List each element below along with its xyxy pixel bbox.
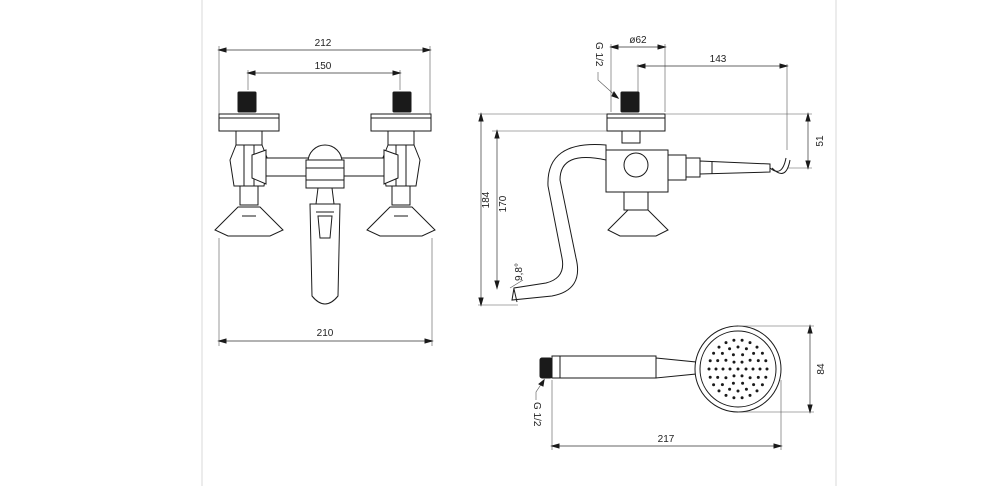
nozzle-dot [736, 367, 740, 371]
angle-label: 9,8° [514, 263, 525, 281]
nozzle-dot [728, 387, 732, 391]
nozzle-dot [740, 396, 744, 400]
nozzle-dot [748, 376, 752, 380]
hand-shower: G 1/2 217 84 [531, 324, 827, 450]
nozzle-dot [752, 383, 756, 387]
nozzle-dot [751, 367, 755, 371]
dim-84-label: 84 [816, 363, 827, 375]
nozzle-dot [755, 389, 759, 393]
nozzle-dot [724, 358, 728, 362]
nozzle-dot [717, 389, 721, 393]
nozzle-dot [764, 359, 768, 363]
nozzle-dot [744, 387, 748, 391]
dim-143-label: 143 [710, 54, 727, 65]
nozzle-dot [721, 367, 725, 371]
shower-nozzles [707, 338, 769, 400]
dim-143: 143 [636, 54, 789, 150]
nozzle-dot [717, 345, 721, 349]
dim-170-label: 170 [498, 195, 509, 212]
dim-150-label: 150 [315, 61, 332, 72]
nozzle-dot [724, 341, 728, 345]
mixer-body [251, 144, 399, 305]
nozzle-dot [732, 360, 736, 364]
nozzle-dot [707, 367, 711, 371]
side-thread-label: G 1/2 [593, 42, 604, 67]
nozzle-dot [712, 351, 716, 355]
nozzle-dot [731, 381, 735, 385]
nozzle-dot [736, 389, 740, 393]
nozzle-dot [708, 375, 712, 379]
nozzle-dot [716, 359, 720, 363]
dim-170: 170 [492, 129, 607, 290]
nozzle-dot [765, 367, 769, 371]
dim-210: 210 [217, 238, 434, 346]
nozzle-dot [748, 341, 752, 345]
nozzle-dot [728, 347, 732, 351]
side-spout [511, 144, 607, 301]
nozzle-dot [728, 367, 732, 371]
dim-angle: 9,8° [509, 263, 525, 289]
nozzle-dot [755, 345, 759, 349]
nozzle-dot [736, 345, 740, 349]
dim-184: 184 [478, 112, 607, 307]
dim-51: 51 [665, 112, 826, 170]
dim-84: 84 [738, 324, 827, 414]
dim-184-label: 184 [481, 191, 492, 208]
nozzle-dot [714, 367, 718, 371]
nozzle-dot [752, 351, 756, 355]
dim-210-label: 210 [317, 328, 334, 339]
nozzle-dot [732, 338, 736, 342]
nozzle-dot [732, 396, 736, 400]
hand-shower-connector [539, 357, 553, 379]
front-view: 212 150 [214, 38, 436, 346]
nozzle-dot [724, 376, 728, 380]
nozzle-dot [748, 393, 752, 397]
nozzle-dot [720, 351, 724, 355]
hand-shower-handle [551, 355, 657, 379]
shower-holder-hook [769, 157, 787, 172]
nozzle-dot [720, 383, 724, 387]
nozzle-dot [740, 338, 744, 342]
side-view: G 1/2 ø62 143 [478, 35, 826, 307]
hand-thread-label: G 1/2 [531, 402, 542, 427]
nozzle-dot [764, 375, 768, 379]
nozzle-dot [712, 383, 716, 387]
dim-diameter-label: ø62 [629, 35, 647, 46]
nozzle-dot [731, 353, 735, 357]
nozzle-dot [741, 381, 745, 385]
nozzle-dot [740, 374, 744, 378]
nozzle-dot [744, 347, 748, 351]
nozzle-dot [724, 393, 728, 397]
side-flange [606, 113, 666, 132]
nozzle-dot [732, 374, 736, 378]
nozzle-dot [748, 358, 752, 362]
nozzle-dot [716, 375, 720, 379]
nozzle-dot [741, 353, 745, 357]
dim-217-label: 217 [658, 434, 675, 445]
side-inlet-nut [620, 91, 640, 113]
dim-217: 217 [550, 380, 783, 450]
dim-diameter: ø62 [609, 35, 667, 112]
dim-212-label: 212 [315, 38, 332, 49]
dim-212: 212 [217, 38, 432, 115]
nozzle-dot [708, 359, 712, 363]
nozzle-dot [740, 360, 744, 364]
nozzle-dot [760, 351, 764, 355]
shower-holder-arm [699, 160, 771, 175]
dim-51-label: 51 [815, 135, 826, 147]
nozzle-dot [744, 367, 748, 371]
nozzle-dot [756, 375, 760, 379]
nozzle-dot [758, 367, 762, 371]
nozzle-dot [760, 383, 764, 387]
dim-150: 150 [246, 61, 402, 90]
nozzle-dot [756, 359, 760, 363]
